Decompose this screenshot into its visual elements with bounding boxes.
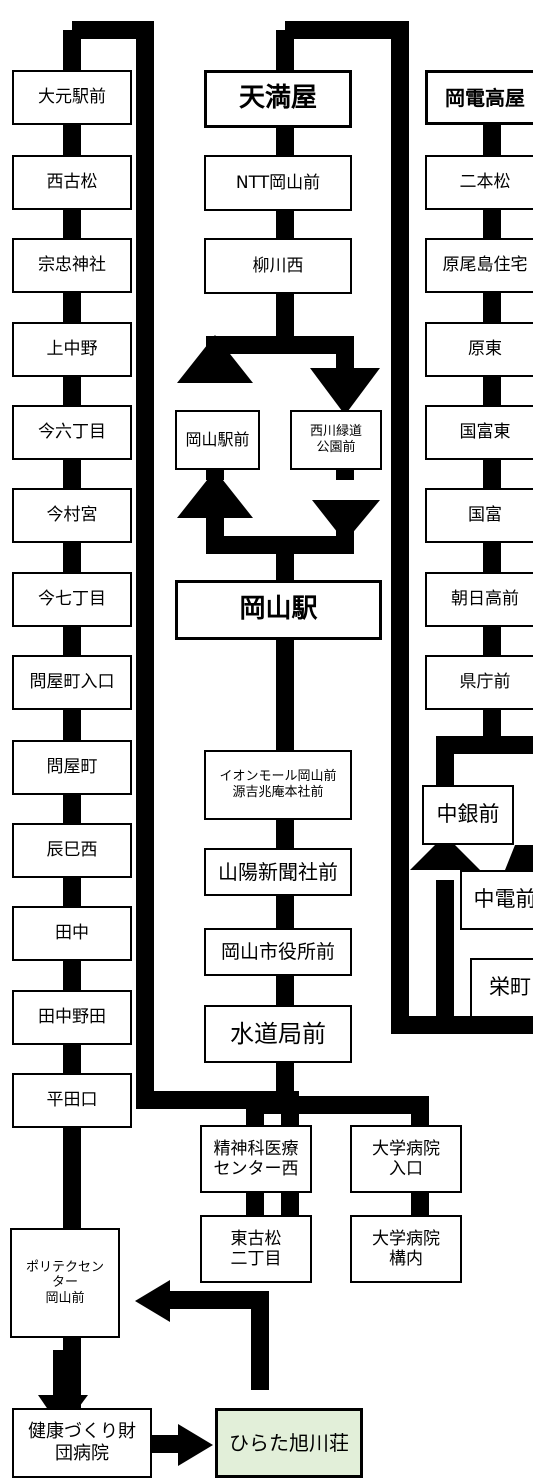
stop-center-sanyo: 山陽新聞社前 [204,848,352,896]
loop-down-arrow-lower [312,500,380,542]
stop-branch-a-higashifuru: 東古松 二丁目 [200,1215,312,1283]
stop-right-chugin: 中銀前 [422,785,514,845]
stop-right-4: 国富東 [425,405,533,460]
right-loop-line [436,736,533,800]
stop-right-chuden: 中電前 [460,870,533,930]
stop-right-0: 岡電高屋 [425,70,533,125]
kenko-right-arrow [178,1424,213,1466]
destination-feeder-line [170,1291,269,1390]
stop-left-12: 平田口 [12,1073,132,1128]
stop-terminal-polytech: ポリテクセン ター 岡山前 [10,1228,120,1338]
stop-center-shiyakusho: 岡山市役所前 [204,928,352,976]
polytech-left-arrow [135,1280,170,1322]
stop-left-11: 田中野田 [12,990,132,1045]
stop-center-tenmaya: 天満屋 [204,70,352,128]
stop-branch-b-daigaku-iriguchi: 大学病院 入口 [350,1125,462,1193]
stop-center-aeon: イオンモール岡山前 源吉兆庵本社前 [204,750,352,820]
stop-center-yanagawa: 柳川西 [204,238,352,294]
stop-right-sakaemachi: 栄町 [470,958,533,1018]
stop-right-6: 朝日高前 [425,572,533,627]
stop-left-8: 問屋町 [12,740,132,795]
stop-right-3: 原東 [425,322,533,377]
stop-left-3: 上中野 [12,322,132,377]
stop-center-suidokyoku: 水道局前 [204,1005,352,1063]
stop-left-2: 宗忠神社 [12,238,132,293]
stop-right-2: 原尾島住宅 [425,238,533,293]
stop-center-nishigawa: 西川緑道 公園前 [290,410,382,470]
stop-right-1: 二本松 [425,155,533,210]
stop-center-okayama-station: 岡山駅 [175,580,382,640]
stop-left-9: 辰巳西 [12,823,132,878]
loop-up-arrow-upper [177,335,253,383]
right-loop-side-arrow [505,845,533,870]
stop-left-0: 大元駅前 [12,70,132,125]
stop-left-5: 今村宮 [12,488,132,543]
stop-left-4: 今六丁目 [12,405,132,460]
stop-branch-a-seishin: 精神科医療 センター西 [200,1125,312,1193]
branch-fork-line [246,1060,429,1128]
stop-center-okayama-ekimae: 岡山駅前 [175,410,260,470]
stop-right-5: 国富 [425,488,533,543]
loop-up-arrow-lower [177,470,253,518]
stop-center-ntt: NTT岡山前 [204,155,352,211]
stop-branch-b-daigaku-kounai: 大学病院 構内 [350,1215,462,1283]
stop-terminal-kenko: 健康づくり財 団病院 [12,1408,152,1478]
stop-left-6: 今七丁目 [12,572,132,627]
stop-left-7: 問屋町入口 [12,655,132,710]
right-loop-up-arrow [410,835,480,870]
stop-right-7: 県庁前 [425,655,533,710]
stop-left-10: 田中 [12,906,132,961]
loop-down-arrow-upper [310,368,380,415]
stop-terminal-destination: ひらた旭川荘 [215,1408,363,1478]
stop-left-1: 西古松 [12,155,132,210]
